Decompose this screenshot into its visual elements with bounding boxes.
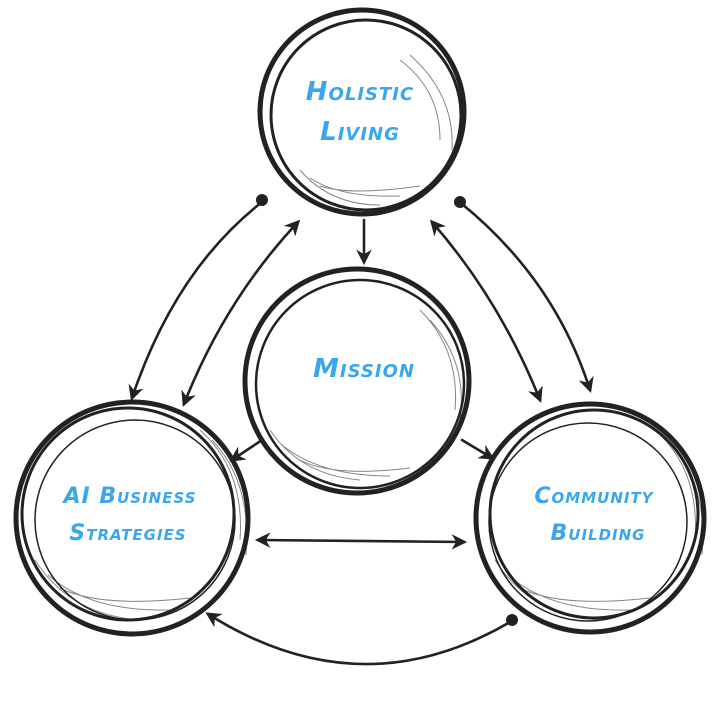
node-community-building <box>473 401 707 635</box>
label-community-line2: Building <box>551 521 646 546</box>
arrow-holistic-to-community-outer <box>460 202 594 393</box>
node-holistic-living <box>257 7 467 217</box>
connector-dot-bottom-right <box>506 614 518 626</box>
arrow-mission-to-ai <box>229 438 264 462</box>
label-holistic-line1: Holistic <box>306 77 414 107</box>
node-ai-business-strategies <box>13 399 251 637</box>
arrow-holistic-community-inner <box>429 219 543 403</box>
label-holistic-line2: Living <box>320 117 400 147</box>
label-mission: Mission <box>313 354 415 384</box>
arrow-ai-holistic-inner <box>181 219 301 407</box>
label-ai-line2: Strategies <box>69 521 186 546</box>
arrow-ai-community-horizontal <box>254 532 468 550</box>
arrow-holistic-to-ai-outer <box>128 200 264 401</box>
arrow-ai-community-bottom-curve <box>205 612 512 666</box>
arrow-mission-to-community <box>460 438 495 460</box>
label-ai-line1: AI Business <box>61 484 196 509</box>
label-community-line1: Community <box>534 484 654 509</box>
